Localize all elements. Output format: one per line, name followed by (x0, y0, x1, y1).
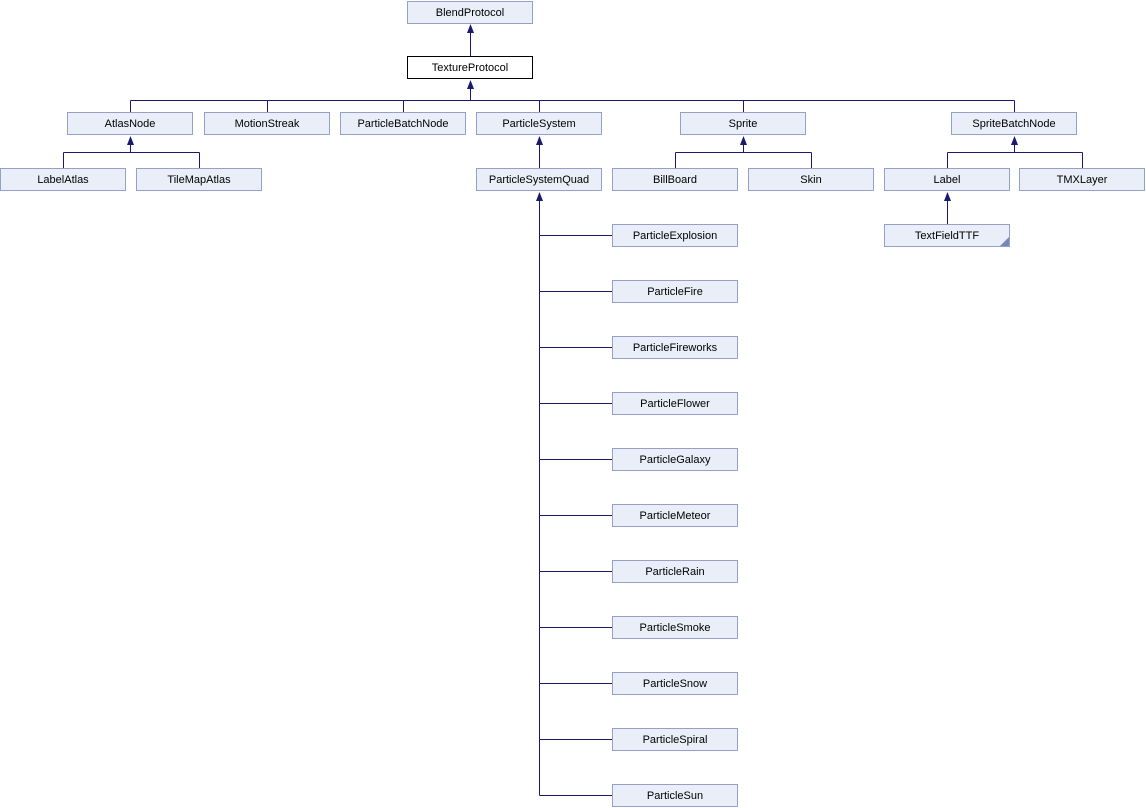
arrowhead-into-blendprotocol (467, 24, 474, 33)
class-node-billboard[interactable]: BillBoard (612, 168, 738, 191)
class-node-particlemeteor[interactable]: ParticleMeteor (612, 504, 738, 527)
arrowhead-into-textureprotocol (467, 80, 474, 89)
arrowhead-into-sprite (740, 136, 747, 145)
class-node-particlesmoke[interactable]: ParticleSmoke (612, 616, 738, 639)
edge-children-to-spritebatchnode (947, 145, 1083, 168)
class-node-particlesun[interactable]: ParticleSun (612, 784, 738, 807)
class-node-particlefireworks[interactable]: ParticleFireworks (612, 336, 738, 359)
arrowhead-into-particlesystemquad (536, 192, 543, 201)
class-node-atlasnode[interactable]: AtlasNode (67, 112, 193, 135)
class-node-textfieldttf[interactable]: TextFieldTTF (884, 224, 1010, 247)
arrowhead-into-particlesystem (536, 136, 543, 145)
class-node-particleexplosion[interactable]: ParticleExplosion (612, 224, 738, 247)
class-node-particlefire[interactable]: ParticleFire (612, 280, 738, 303)
class-node-blendprotocol[interactable]: BlendProtocol (407, 1, 533, 24)
class-node-particlesystem[interactable]: ParticleSystem (476, 112, 602, 135)
arrowhead-into-atlasnode (127, 136, 134, 145)
class-node-textureprotocol: TextureProtocol (407, 56, 533, 79)
class-node-skin[interactable]: Skin (748, 168, 874, 191)
class-node-label: TextFieldTTF (914, 229, 980, 242)
edge-particles-to-particlesystemquad (539, 201, 612, 796)
arrowhead-into-label (944, 192, 951, 201)
class-node-labelatlas[interactable]: LabelAtlas (0, 168, 126, 191)
edge-children-to-atlasnode (63, 145, 200, 168)
edge-children-to-sprite (675, 145, 812, 168)
class-node-particlegalaxy[interactable]: ParticleGalaxy (612, 448, 738, 471)
class-node-motionstreak[interactable]: MotionStreak (204, 112, 330, 135)
edge-row3-to-textureprotocol (130, 89, 1015, 112)
class-node-spritebatchnode[interactable]: SpriteBatchNode (951, 112, 1077, 135)
class-node-label[interactable]: Label (884, 168, 1010, 191)
class-node-tmxlayer[interactable]: TMXLayer (1019, 168, 1145, 191)
class-node-tilemapatlas[interactable]: TileMapAtlas (136, 168, 262, 191)
class-node-particlesnow[interactable]: ParticleSnow (612, 672, 738, 695)
class-node-particlebatchnode[interactable]: ParticleBatchNode (340, 112, 466, 135)
truncated-corner-icon (1000, 237, 1009, 246)
arrowhead-into-spritebatchnode (1011, 136, 1018, 145)
class-node-particlesystemquad[interactable]: ParticleSystemQuad (476, 168, 602, 191)
class-node-particlespiral[interactable]: ParticleSpiral (612, 728, 738, 751)
class-node-sprite[interactable]: Sprite (680, 112, 806, 135)
class-node-particleflower[interactable]: ParticleFlower (612, 392, 738, 415)
class-node-particlerain[interactable]: ParticleRain (612, 560, 738, 583)
